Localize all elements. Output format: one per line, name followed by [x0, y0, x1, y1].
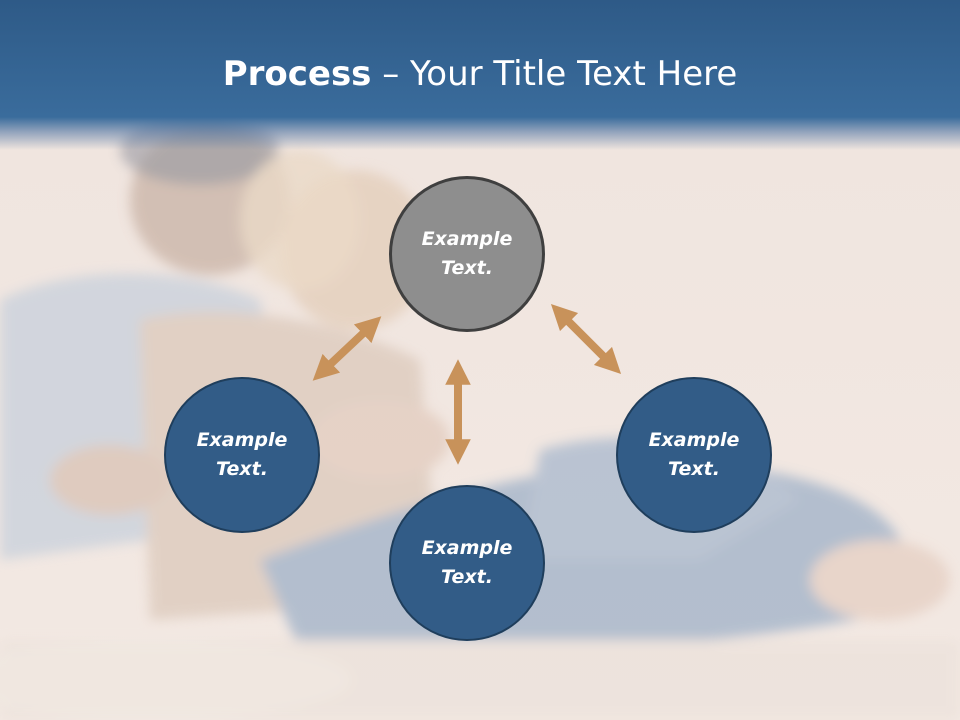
- arrow-top-left: [312, 316, 382, 381]
- process-circle-bottom-label: Example Text.: [421, 537, 513, 588]
- title-rest: – Your Title Text Here: [371, 54, 738, 94]
- title-bar: [0, 0, 960, 150]
- process-circle-left[interactable]: Example Text.: [164, 377, 320, 533]
- process-circle-top-label: Example Text.: [421, 228, 513, 279]
- title-bold: Process: [222, 54, 372, 94]
- process-circle-top[interactable]: Example Text.: [389, 176, 545, 332]
- process-circle-bottom[interactable]: Example Text.: [389, 485, 545, 641]
- process-circle-right-label: Example Text.: [648, 429, 740, 480]
- process-circle-left-label: Example Text.: [196, 429, 288, 480]
- slide-title[interactable]: Process – Your Title Text Here: [0, 52, 960, 96]
- process-circle-right[interactable]: Example Text.: [616, 377, 772, 533]
- arrow-top-right: [550, 303, 622, 375]
